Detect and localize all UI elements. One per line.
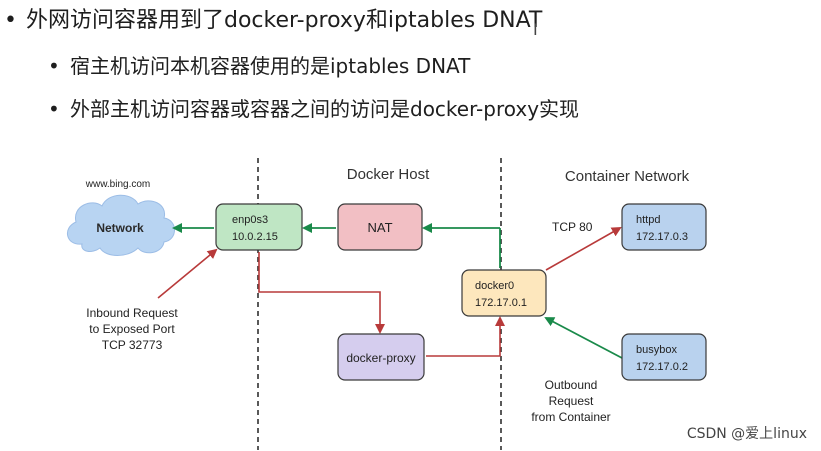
arrow-docker0-to-httpd	[545, 227, 622, 271]
inbound-line-1: Inbound Request	[86, 306, 178, 320]
outbound-line-3: from Container	[531, 410, 610, 424]
docker0-ip: 172.17.0.1	[475, 297, 527, 309]
nat-box	[337, 203, 423, 251]
arrow-busybox-to-docker0	[544, 317, 623, 359]
httpd-name: httpd	[636, 214, 660, 226]
network-cloud-icon	[67, 194, 175, 256]
tcp80-label: TCP 80	[552, 220, 593, 234]
bullet-sub1-text: 宿主机访问本机容器使用的是iptables DNAT	[70, 54, 471, 78]
bullet-sub2: • 外部主机访问容器或容器之间的访问是docker-proxy实现	[48, 93, 579, 122]
text-cursor-icon: I	[533, 20, 538, 39]
container-network-label: Container Network	[565, 168, 690, 185]
bullet-dot: •	[48, 97, 60, 121]
outbound-line-1: Outbound	[545, 378, 598, 392]
enp0s3-ip: 10.0.2.15	[232, 231, 278, 243]
bullet-dot: •	[4, 8, 17, 33]
bullet-main: • 外网访问容器用到了docker-proxy和iptables DNAT	[4, 2, 542, 34]
arrow-inbound	[157, 248, 218, 299]
enp0s3-box	[215, 203, 303, 251]
docker0-box	[461, 269, 547, 317]
docker-proxy-label: docker-proxy	[346, 351, 415, 365]
outbound-line-2: Request	[549, 394, 594, 408]
nat-label: NAT	[367, 220, 392, 235]
docker0-name: docker0	[475, 280, 514, 292]
bullet-main-text: 外网访问容器用到了docker-proxy和iptables DNAT	[26, 8, 543, 33]
busybox-box	[621, 333, 707, 381]
bullet-sub1: • 宿主机访问本机容器使用的是iptables DNAT	[48, 50, 470, 79]
arrow-proxy-to-docker0	[426, 316, 505, 357]
busybox-name: busybox	[636, 344, 677, 356]
url-label: www.bing.com	[85, 179, 150, 190]
network-label: Network	[96, 221, 144, 235]
busybox-ip: 172.17.0.2	[636, 361, 688, 373]
arrow-enp-to-proxy	[258, 252, 385, 334]
inbound-line-3: TCP 32773	[102, 338, 163, 352]
bullet-dot: •	[48, 54, 60, 78]
watermark: CSDN @爱上linux	[686, 426, 807, 442]
httpd-ip: 172.17.0.3	[636, 231, 688, 243]
httpd-box	[621, 203, 707, 251]
bullet-sub2-text: 外部主机访问容器或容器之间的访问是docker-proxy实现	[70, 97, 580, 121]
inbound-line-2: to Exposed Port	[89, 322, 175, 336]
docker-proxy-box	[337, 333, 425, 381]
docker-host-label: Docker Host	[347, 166, 430, 183]
enp0s3-name: enp0s3	[232, 214, 268, 226]
